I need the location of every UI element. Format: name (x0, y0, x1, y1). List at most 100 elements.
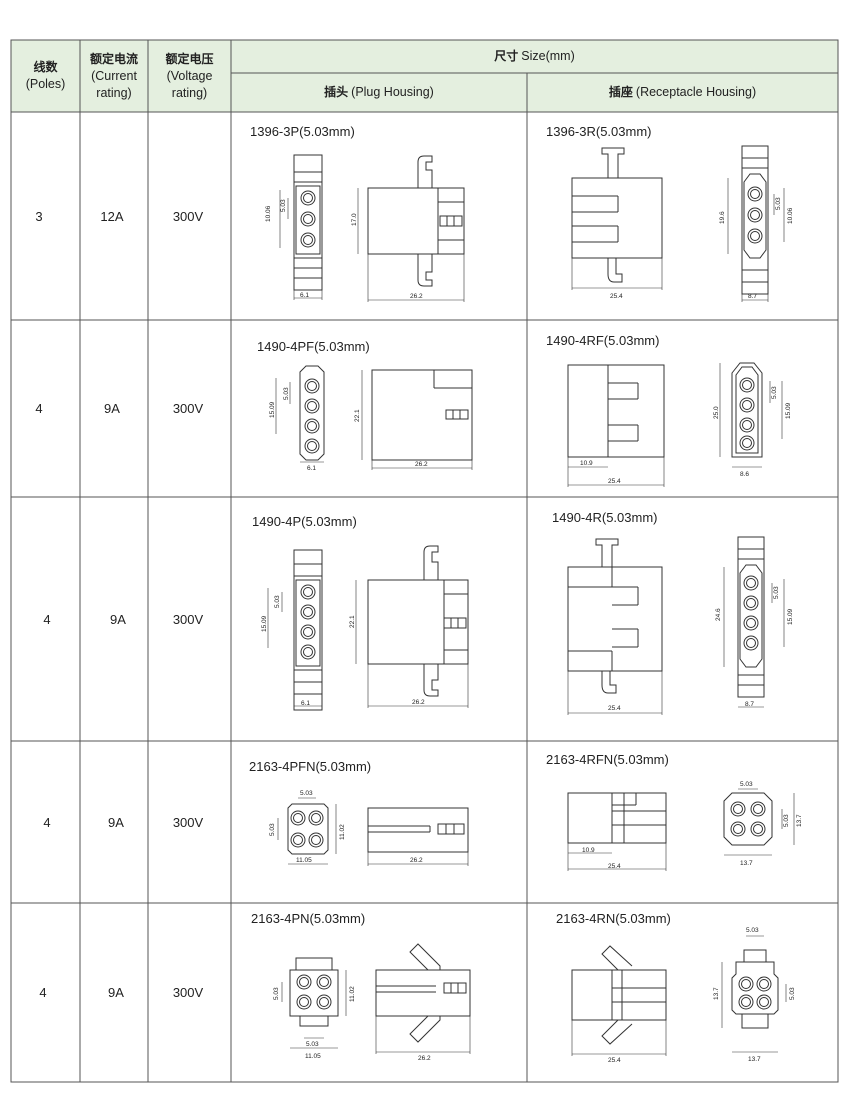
row-3-receptacle-model: 1490-4R(5.03mm) (552, 510, 658, 525)
header-background (11, 40, 838, 112)
row-3-plug-dim-1: 15.09 (261, 615, 268, 632)
header-current-en-2: rating) (96, 85, 132, 100)
header-receptacle: 插座 (Receptacle Housing) (527, 73, 838, 112)
header-size-zh: 尺寸 (494, 49, 519, 63)
row-3-plug-drawing: 15.09 5.03 6.1 22.1 26.2 (261, 545, 469, 711)
row-1-voltage: 300V (172, 208, 204, 224)
header-plug: 插头 (Plug Housing) (231, 73, 527, 112)
row-1-poles: 3 (35, 208, 43, 224)
row-1-plug-drawing: 10.06 5.03 6.1 17.0 26.2 (265, 154, 465, 302)
row-5-receptacle-model: 2163-4RN(5.03mm) (556, 911, 671, 926)
row-2-plug-drawing: 15.09 5.03 6.1 22.1 26.2 (269, 365, 473, 472)
row-5-receptacle-dim-4: 5.03 (789, 987, 796, 1000)
row-5-plug-model: 2163-4PN(5.03mm) (251, 911, 366, 926)
row-4-plug-dim-4: 11.02 (339, 824, 346, 840)
row-2-receptacle-dim-3: 25.0 (713, 406, 720, 419)
row-5-current: 9A (108, 985, 124, 1000)
row-3-plug-model: 1490-4P(5.03mm) (252, 514, 357, 529)
row-3-receptacle-dim-4: 15.09 (787, 608, 794, 625)
header-voltage: 额定电压 (Voltage rating) (148, 40, 231, 112)
row-4-plug-dim-3: 11.05 (296, 857, 312, 864)
row-1-receptacle-dim-1: 25.4 (610, 293, 623, 300)
row-2-voltage: 300V (172, 401, 204, 416)
row-2-receptacle-dim-1: 10.9 (580, 460, 593, 467)
header-voltage-zh: 额定电压 (165, 51, 214, 66)
row-1-plug-model: 1396-3P(5.03mm) (250, 124, 355, 139)
row-5-voltage: 300V (172, 985, 204, 1000)
row-4-receptacle-dim-2: 25.4 (608, 863, 621, 870)
header-current: 额定电流 (Current rating) (80, 40, 148, 112)
row-3-plug-dim-2: 5.03 (274, 595, 281, 608)
row-3-receptacle-dim-3: 5.03 (773, 586, 780, 599)
header-current-en-1: (Current (91, 68, 137, 83)
row-4-receptacle-dim-4: 5.03 (783, 814, 790, 827)
row-4-receptacle-dim-3: 5.03 (740, 781, 753, 788)
row-4-voltage: 300V (172, 814, 204, 830)
row-1-plug-dim-4: 17.0 (351, 213, 358, 226)
row-2-receptacle-dim-2: 25.4 (608, 478, 621, 485)
row-2-receptacle-dim-4: 5.03 (771, 386, 778, 399)
row-2-receptacle-model: 1490-4RF(5.03mm) (546, 333, 660, 348)
header-size-en: Size(mm) (521, 49, 575, 63)
row-1-receptacle-dim-5: 8.7 (748, 293, 757, 300)
row-5-receptacle-drawing: 25.4 5.03 13.7 5.03 13.7 (571, 927, 796, 1064)
row-4-receptacle-dim-5: 13.7 (796, 814, 803, 827)
row-1-plug-dim-1: 10.06 (265, 205, 272, 222)
row-3-poles: 4 (43, 611, 51, 627)
header-plug-en: (Plug Housing) (351, 85, 434, 99)
header-poles: 线数 (Poles) (11, 40, 80, 112)
row-2-plug-dim-1: 15.09 (269, 401, 276, 418)
row-5-plug-drawing: 5.03 5.03 11.05 11.02 26.2 (273, 943, 471, 1062)
row-4-receptacle-model: 2163-4RFN(5.03mm) (546, 752, 669, 767)
row-2-plug-dim-4: 22.1 (354, 409, 361, 422)
header-voltage-en-1: (Voltage (166, 68, 213, 83)
row-2-plug-dim-5: 26.2 (415, 461, 428, 468)
row-3-plug-dim-3: 6.1 (301, 700, 310, 707)
row-2-poles: 4 (35, 401, 43, 416)
row-3-plug-dim-5: 26.2 (412, 699, 425, 706)
row-5-plug-dim-2: 5.03 (306, 1041, 319, 1048)
row-3-plug-dim-4: 22.1 (349, 615, 356, 628)
row-2-receptacle-dim-5: 15.09 (785, 402, 792, 419)
row-1-receptacle-drawing: 25.4 19.6 5.03 10.06 8.7 (571, 145, 794, 302)
row-3-receptacle-dim-1: 25.4 (608, 705, 621, 712)
row-5-receptacle-dim-1: 25.4 (608, 1057, 621, 1064)
row-5-plug-dim-1: 5.03 (273, 987, 280, 1000)
row-2-current: 9A (104, 401, 120, 416)
row-1-plug-dim-3: 6.1 (300, 292, 309, 299)
row-1-receptacle-dim-2: 19.6 (719, 211, 726, 224)
row-4-receptacle-dim-1: 10.9 (582, 847, 595, 854)
row-1-receptacle-model: 1396-3R(5.03mm) (546, 124, 652, 139)
header-receptacle-zh: 插座 (608, 85, 633, 99)
row-5-poles: 4 (39, 985, 47, 1000)
row-1-plug-dim-2: 5.03 (280, 199, 287, 212)
row-4-plug-drawing: 5.03 5.03 11.05 11.02 26.2 (269, 790, 469, 866)
row-5-receptacle-dim-3: 13.7 (713, 987, 720, 1000)
row-2-plug-model: 1490-4PF(5.03mm) (257, 339, 370, 354)
header-size: 尺寸 Size(mm) (231, 40, 838, 73)
row-4-current: 9A (108, 814, 124, 830)
row-4-plug-dim-5: 26.2 (410, 857, 423, 864)
row-3-current: 9A (110, 611, 126, 627)
header-voltage-en-2: rating) (171, 85, 208, 100)
row-3-voltage: 300V (172, 611, 204, 627)
row-4-plug-dim-2: 5.03 (269, 823, 276, 836)
header-poles-en: (Poles) (25, 77, 66, 91)
row-4-receptacle-drawing: 10.9 25.4 5.03 5.03 13.7 13.7 (567, 781, 803, 871)
header-poles-zh: 线数 (33, 60, 58, 74)
row-4-plug-dim-1: 5.03 (300, 790, 313, 797)
row-4-poles: 4 (43, 814, 51, 830)
row-5-plug-dim-3: 11.05 (305, 1053, 321, 1060)
row-1-receptacle-dim-3: 5.03 (775, 197, 782, 210)
row-4-plug-model: 2163-4PFN(5.03mm) (249, 759, 372, 774)
row-1-current: 12A (100, 208, 124, 224)
row-2-plug-dim-3: 6.1 (307, 465, 316, 472)
row-5-receptacle-dim-2: 5.03 (746, 927, 759, 934)
header-current-zh: 额定电流 (89, 51, 138, 66)
row-5-plug-dim-4: 11.02 (349, 986, 356, 1002)
row-2-plug-dim-2: 5.03 (283, 387, 290, 400)
row-3-receptacle-dim-5: 8.7 (745, 701, 754, 708)
header-receptacle-en: (Receptacle Housing) (635, 85, 757, 99)
